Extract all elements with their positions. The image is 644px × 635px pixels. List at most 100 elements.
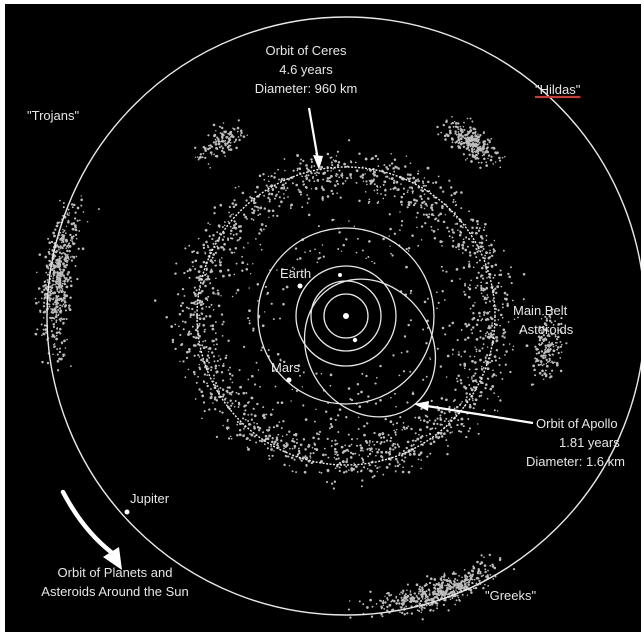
- asteroid-dot: [231, 237, 234, 240]
- asteroid-dot: [386, 605, 389, 609]
- asteroid-dot: [302, 456, 304, 458]
- asteroid-dot: [76, 277, 79, 281]
- asteroid-dot: [212, 253, 216, 256]
- asteroid-dot: [425, 213, 428, 217]
- asteroid-dot: [436, 597, 440, 600]
- asteroid-dot: [504, 354, 506, 356]
- asteroid-dot: [307, 197, 310, 200]
- asteroid-dot: [331, 439, 333, 442]
- asteroid-dot: [254, 205, 256, 208]
- asteroid-dot: [375, 603, 378, 605]
- asteroid-dot: [312, 436, 315, 440]
- asteroid-dot: [560, 322, 563, 326]
- asteroid-dot: [470, 160, 473, 163]
- asteroid-dot: [185, 350, 189, 354]
- asteroid-dot: [457, 374, 460, 378]
- asteroid-dot: [303, 470, 307, 474]
- asteroid-dot: [456, 584, 459, 587]
- asteroid-dot: [315, 372, 318, 375]
- asteroid-dot: [226, 419, 229, 422]
- asteroid-dot: [329, 422, 333, 426]
- asteroid-dot: [540, 331, 543, 334]
- asteroid-dot: [241, 269, 244, 272]
- asteroid-dot: [484, 387, 487, 390]
- asteroid-dot: [61, 282, 64, 285]
- asteroid-dot: [247, 317, 250, 320]
- asteroid-dot: [430, 598, 434, 602]
- asteroid-dot: [373, 443, 376, 446]
- asteroid-dot: [345, 465, 348, 468]
- asteroid-dot: [268, 434, 272, 438]
- asteroid-dot: [472, 139, 474, 141]
- asteroid-dot: [221, 238, 225, 241]
- asteroid-dot: [245, 267, 249, 271]
- asteroid-dot: [411, 192, 414, 195]
- asteroid-dot: [203, 410, 206, 413]
- asteroid-dot: [212, 402, 214, 404]
- asteroid-dot: [179, 304, 183, 307]
- asteroid-dot: [390, 593, 393, 596]
- asteroid-dot: [398, 463, 401, 466]
- asteroid-dot: [481, 154, 484, 157]
- asteroid-dot: [445, 584, 448, 587]
- asteroid-dot: [487, 262, 490, 265]
- asteroid-dot: [245, 391, 248, 395]
- asteroid-dot: [452, 201, 455, 203]
- asteroid-dot: [426, 205, 428, 207]
- asteroid-dot: [55, 285, 58, 288]
- asteroid-dot: [429, 357, 431, 359]
- asteroid-dot: [486, 346, 489, 348]
- asteroid-dot: [313, 447, 316, 450]
- asteroid-dot: [375, 175, 379, 178]
- asteroid-dot: [493, 249, 496, 253]
- asteroid-dot: [204, 297, 208, 300]
- asteroid-dot: [464, 223, 467, 226]
- asteroid-dot: [229, 139, 232, 141]
- asteroid-dot: [461, 135, 465, 138]
- asteroid-dot: [493, 274, 496, 277]
- asteroid-dot: [239, 229, 242, 233]
- asteroid-dot: [411, 465, 413, 468]
- asteroid-dot: [181, 320, 184, 323]
- asteroid-dot: [382, 436, 386, 439]
- asteroid-dot: [175, 262, 178, 265]
- asteroid-dot: [404, 428, 406, 431]
- asteroid-dot: [538, 325, 541, 328]
- asteroid-dot: [204, 328, 206, 331]
- asteroid-dot: [534, 374, 537, 377]
- asteroid-dot: [220, 295, 222, 297]
- asteroid-dot: [255, 205, 258, 208]
- asteroid-dot: [399, 611, 401, 613]
- asteroid-dot: [423, 184, 426, 187]
- asteroid-dot: [468, 153, 471, 157]
- asteroid-dot: [456, 582, 459, 585]
- asteroid-orbit-diagram: Orbit of Ceres 4.6 years Diameter: 960 k…: [5, 4, 641, 632]
- asteroid-dot: [245, 199, 248, 202]
- asteroid-dot: [202, 260, 206, 264]
- asteroid-dot: [348, 600, 351, 602]
- asteroid-dot: [455, 586, 458, 589]
- asteroid-dot: [248, 309, 251, 313]
- asteroid-dot: [239, 385, 242, 389]
- asteroid-dot: [192, 370, 196, 374]
- asteroid-dot: [360, 485, 363, 488]
- asteroid-dot: [508, 275, 512, 279]
- asteroid-dot: [326, 152, 330, 156]
- asteroid-dot: [209, 223, 211, 226]
- asteroid-dot: [205, 345, 208, 349]
- asteroid-dot: [304, 251, 306, 254]
- asteroid-dot: [490, 137, 493, 140]
- asteroid-dot: [448, 324, 451, 327]
- asteroid-dot: [489, 252, 491, 254]
- asteroid-dot: [281, 183, 285, 187]
- asteroid-dot: [390, 600, 393, 603]
- asteroid-dot: [248, 422, 251, 426]
- asteroid-dot: [416, 609, 419, 612]
- asteroid-dot: [401, 429, 404, 431]
- asteroid-dot: [384, 601, 387, 604]
- asteroid-dot: [551, 360, 553, 363]
- asteroid-dot: [434, 419, 437, 422]
- asteroid-dot: [459, 137, 463, 141]
- asteroid-dot: [314, 420, 316, 423]
- asteroid-dot: [351, 452, 355, 456]
